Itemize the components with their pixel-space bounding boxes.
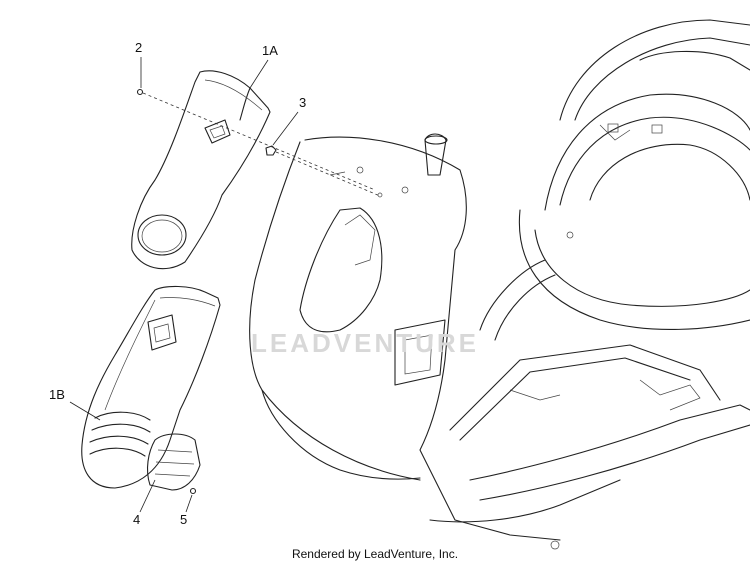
callout-1a: 1A [262,43,278,58]
leg-shield [249,133,561,541]
nut-3 [265,145,277,156]
callout-4: 4 [133,512,141,527]
callout-1b: 1B [49,387,65,402]
callout-3: 3 [299,95,307,110]
part-4-grille [146,433,201,491]
screw-2 [136,88,144,96]
scooter-body [429,19,750,550]
callout-5: 5 [180,512,188,527]
callout-2: 2 [135,40,143,55]
part-1a-upper-cover [131,70,271,270]
part-1b-lower-cover [81,285,221,489]
footer-credit: Rendered by LeadVenture, Inc. [291,547,459,561]
watermark-text: LEADVENTURE [251,328,479,358]
screw-5 [189,487,197,495]
